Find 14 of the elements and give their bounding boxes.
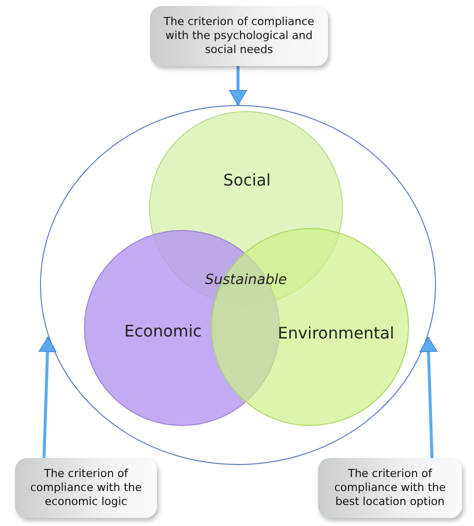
circle-label: Environmental (278, 324, 394, 342)
arrow (420, 336, 438, 458)
callout-box (150, 6, 328, 66)
callout-box (318, 458, 462, 518)
callout-box (15, 458, 157, 518)
callout-text: The criterion of compliance with the psychological and social needs (162, 14, 316, 58)
callout-text: The criterion of compliance with the best location option (333, 466, 447, 510)
arrow (229, 66, 247, 106)
outer-circle (40, 105, 436, 465)
arrow (38, 336, 56, 458)
overlap-label: Sustainable (205, 272, 287, 288)
callout-text: The criterion of compliance with the economic logic (29, 466, 143, 510)
circle-label: Social (223, 170, 271, 190)
circle-label: Economic (124, 322, 202, 340)
